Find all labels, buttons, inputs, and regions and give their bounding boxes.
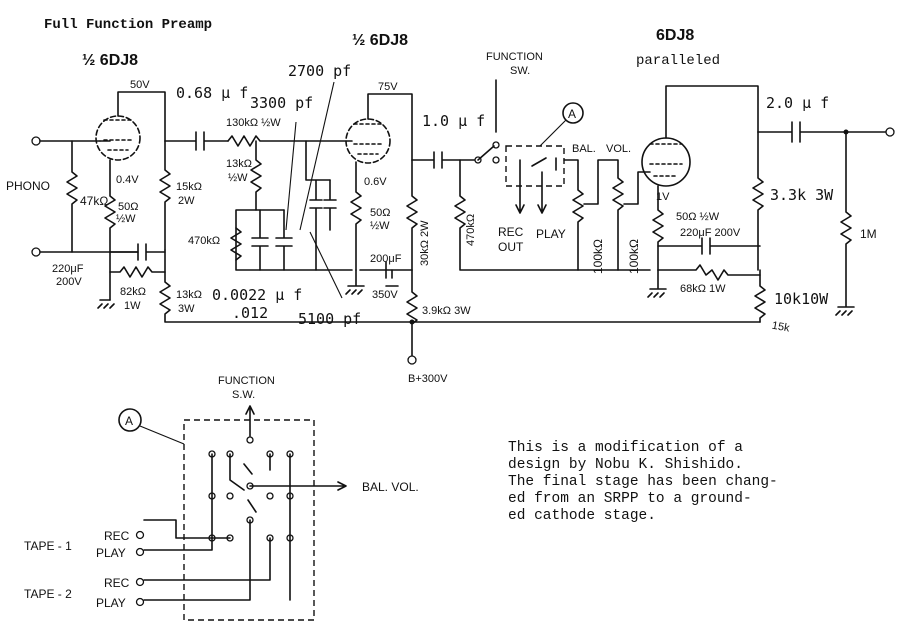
c-1uf-label: 1.0 μ f — [422, 112, 485, 130]
rec-out-label: REC — [498, 225, 524, 239]
stage-3: 1V 50Ω ½W 220μF 200V 68kΩ 1W 3.3k 3W 10k… — [641, 85, 895, 335]
tape1-play-label: PLAY — [96, 546, 126, 560]
note-line: ed cathode stage. — [508, 508, 656, 524]
tube3-label-paralleled: paralleled — [636, 53, 720, 69]
v04-label: 0.4V — [116, 174, 139, 186]
eq-network: 0.68 μ f 130kΩ ½W 13kΩ ½W 470kΩ 2700 pf … — [164, 62, 361, 328]
function-sw-label2: SW. — [510, 65, 530, 77]
detail-a: A FUNCTION S.W. BAL. VOL. TAPE - 1 TAPE … — [24, 375, 419, 621]
c-2700pf-label: 2700 pf — [288, 62, 351, 80]
c-068uf-label: 0.68 μ f — [176, 84, 248, 102]
r-50-2-watt: ½W — [370, 220, 390, 232]
tube1-envelope — [95, 115, 141, 161]
tape2-play-label: PLAY — [96, 596, 126, 610]
c-200uf-voltage: 350V — [372, 289, 398, 301]
tape2-label: TAPE - 2 — [24, 587, 72, 601]
b-plus-terminal — [407, 355, 417, 365]
r-15k-watt: 2W — [178, 195, 195, 207]
r-30k-label: 30kΩ 2W — [419, 220, 431, 266]
r-100k-2-label: 100kΩ — [627, 239, 641, 274]
c-220uf-1-voltage: 200V — [56, 276, 82, 288]
r-50-1-label: 50Ω — [118, 201, 138, 213]
tape1-label: TAPE - 1 — [24, 539, 72, 553]
design-note: This is a modification of a design by No… — [508, 440, 838, 525]
note-line: ed from an SRPP to a ground- — [508, 491, 752, 507]
note-line: The final stage has been chang- — [508, 474, 778, 490]
v75-label: 75V — [378, 81, 398, 93]
tube3-label: 6DJ8 — [656, 27, 694, 44]
v50-label: 50V — [130, 79, 150, 91]
switch-box-a — [505, 145, 565, 187]
c-0022uf-label: 0.0022 μ f — [212, 286, 302, 304]
r-100k-1-label: 100kΩ — [591, 239, 605, 274]
c-220uf-2-label: 220μF 200V — [680, 227, 741, 239]
tube1-label: ½ 6DJ8 — [82, 52, 138, 69]
r-50-1-watt: ½W — [116, 213, 136, 225]
v1-label: 1V — [656, 191, 670, 203]
marker-a-label: A — [568, 107, 576, 121]
play-label: PLAY — [536, 227, 566, 241]
r-10k-label: 10k10W — [774, 290, 829, 308]
detail-switch-contacts — [208, 436, 294, 542]
r-13k-bot-label: 13kΩ — [176, 289, 202, 301]
phono-label: PHONO — [6, 179, 50, 193]
c-2uf-label: 2.0 μ f — [766, 94, 829, 112]
r-470k-1-label: 470kΩ — [188, 235, 220, 247]
rec-out-label2: OUT — [498, 240, 524, 254]
phono-input-terminal — [31, 136, 41, 146]
vol-label: VOL. — [606, 143, 631, 155]
r-13k-top-watt: ½W — [228, 172, 248, 184]
detail-function-sw-label2: S.W. — [232, 389, 255, 401]
r-82k-watt: 1W — [124, 300, 141, 312]
r-50-3-label: 50Ω ½W — [676, 211, 720, 223]
tube2-envelope — [345, 118, 391, 164]
note-line: This is a modification of a — [508, 440, 743, 456]
r-13k-top-label: 13kΩ — [226, 158, 252, 170]
phono-ground-terminal — [31, 247, 41, 257]
bal-label: BAL. — [572, 143, 596, 155]
c-200uf-label: 200μF — [370, 253, 402, 265]
r-470k-2-label: 470kΩ — [465, 214, 477, 246]
r-50-2-label: 50Ω — [370, 207, 390, 219]
detail-function-sw-label: FUNCTION — [218, 375, 275, 387]
detail-marker-a-label: A — [125, 414, 133, 428]
marker-a-circle — [562, 102, 584, 124]
function-switch-area: FUNCTION SW. A REC OUT PLAY BAL. VOL. 10… — [474, 51, 651, 274]
r-47k-label: 47kΩ — [80, 194, 108, 208]
r-3-3k-label: 3.3k 3W — [770, 186, 834, 204]
r-13k-bot-watt: 3W — [178, 303, 195, 315]
tape1-rec-label: REC — [104, 529, 130, 543]
c-012-label: .012 — [232, 304, 268, 322]
stage-2: 75V 0.6V 50Ω ½W 30kΩ 2W 200μF 350V 3.9kΩ… — [345, 81, 651, 385]
r-15k-label: 15kΩ — [176, 181, 202, 193]
c-5100pf-label: 5100 pf — [298, 310, 361, 328]
v06-label: 0.6V — [364, 176, 387, 188]
note-line: design by Nobu K. Shishido. — [508, 457, 743, 473]
diagram-title: Full Function Preamp — [44, 17, 212, 33]
tube2-label: ½ 6DJ8 — [352, 32, 408, 49]
output-terminal — [885, 127, 895, 137]
r-3-9k-label: 3.9kΩ 3W — [422, 305, 471, 317]
detail-switch-box — [183, 419, 315, 621]
tape2-rec-label: REC — [104, 576, 130, 590]
r-1m-label: 1M — [860, 227, 877, 241]
b-plus-label: B+300V — [408, 373, 448, 385]
detail-bal-vol-label: BAL. VOL. — [362, 480, 419, 494]
r-68k-label: 68kΩ 1W — [680, 283, 726, 295]
c-220uf-1-label: 220μF — [52, 263, 84, 275]
r-130k-label: 130kΩ ½W — [226, 117, 281, 129]
detail-marker-a-circle — [118, 408, 142, 432]
r-82k-label: 82kΩ — [120, 286, 146, 298]
stage-1: PHONO 47kΩ 50V 0.4V 50Ω ½W 220μF 200V 82… — [6, 79, 761, 323]
function-sw-label: FUNCTION — [486, 51, 543, 63]
tube3-envelope — [641, 137, 691, 187]
r-15k-hand-label: 15k — [771, 320, 791, 335]
c-3300pf-label: 3300 pf — [250, 94, 313, 112]
